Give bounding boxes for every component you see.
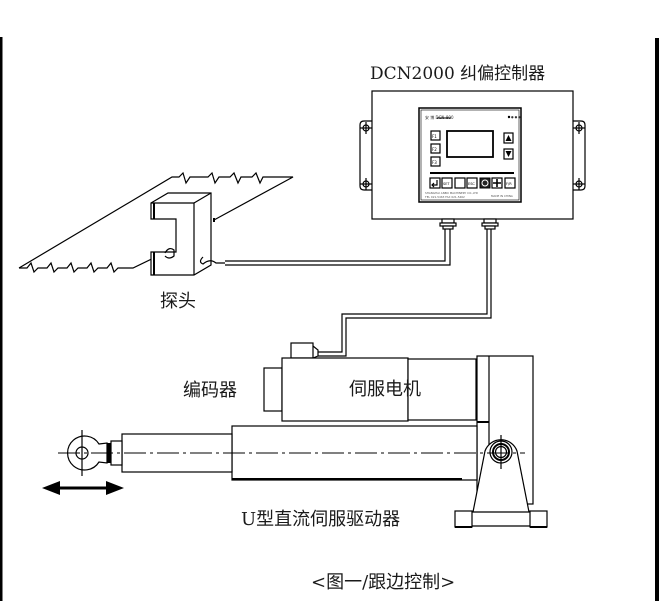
panel-brand-text: 安 博 DCN-800 <box>425 114 454 120</box>
encoder <box>263 342 319 412</box>
servo-motor-label: 伺服电机 <box>349 379 421 400</box>
controller-unit: 安 博 DCN-800 ● ● ● F1 F2 F3 SET <box>359 90 586 230</box>
mount-foot-left <box>454 510 473 528</box>
svg-text:SET: SET <box>443 182 450 186</box>
motor-flange <box>407 358 477 421</box>
right-mounting-bracket <box>573 120 586 191</box>
svg-text:F2: F2 <box>432 147 437 152</box>
svg-text:F/R: F/R <box>506 182 512 186</box>
controller-label: DCN2000 纠偏控制器 <box>370 64 545 84</box>
fr-key[interactable] <box>504 177 516 189</box>
svg-text:TEL 021-5463 FAX 021-5462: TEL 021-5463 FAX 021-5462 <box>424 195 465 199</box>
lcd-display <box>446 130 494 158</box>
motor-body <box>281 357 409 422</box>
servo-motor <box>281 357 477 422</box>
f2-key[interactable] <box>430 143 441 154</box>
f1-key[interactable] <box>430 130 441 141</box>
svg-text:● ● ●: ● ● ● <box>511 115 521 119</box>
down-arrow-icon <box>505 151 512 157</box>
web-material <box>18 171 294 274</box>
bottom-keys: SET ESC F/R <box>429 177 516 189</box>
probe-label: 探头 <box>160 291 196 312</box>
set-key[interactable] <box>441 177 453 189</box>
mount-foot-right <box>529 510 548 528</box>
enter-key[interactable] <box>429 177 441 189</box>
probe-sensor <box>150 192 225 276</box>
bidirectional-arrow-icon <box>42 481 124 495</box>
actuator-label: U型直流伺服驱动器 <box>241 509 400 530</box>
blank-key[interactable] <box>454 177 466 189</box>
right-cable-gland <box>481 218 499 230</box>
figure-caption: <图一/跟边控制> <box>311 572 455 593</box>
probe-cable <box>225 229 451 266</box>
left-mounting-bracket <box>359 120 372 191</box>
panel-footer-text: SHANGHAI ANBO MACHINERY CO.,LTD <box>425 191 478 195</box>
f3-key[interactable] <box>430 156 441 167</box>
encoder-connector-box <box>290 342 314 359</box>
left-cable-gland <box>439 218 457 230</box>
esc-key[interactable] <box>466 177 478 189</box>
svg-text:F1: F1 <box>432 134 437 139</box>
pivot-mount <box>454 435 548 528</box>
rod-end-eye <box>66 430 108 476</box>
encoder-label: 编码器 <box>183 380 237 401</box>
encoder-cable <box>318 229 492 357</box>
auto-key[interactable] <box>479 177 491 189</box>
encoder-cap <box>263 367 283 412</box>
up-arrow-icon <box>505 135 512 141</box>
svg-text:MADE IN CHINA: MADE IN CHINA <box>491 194 513 198</box>
svg-text:F3: F3 <box>432 160 437 165</box>
svg-text:ESC: ESC <box>468 182 475 186</box>
power-indicator-icon <box>507 115 511 119</box>
function-keys: F1 F2 F3 <box>430 130 441 167</box>
